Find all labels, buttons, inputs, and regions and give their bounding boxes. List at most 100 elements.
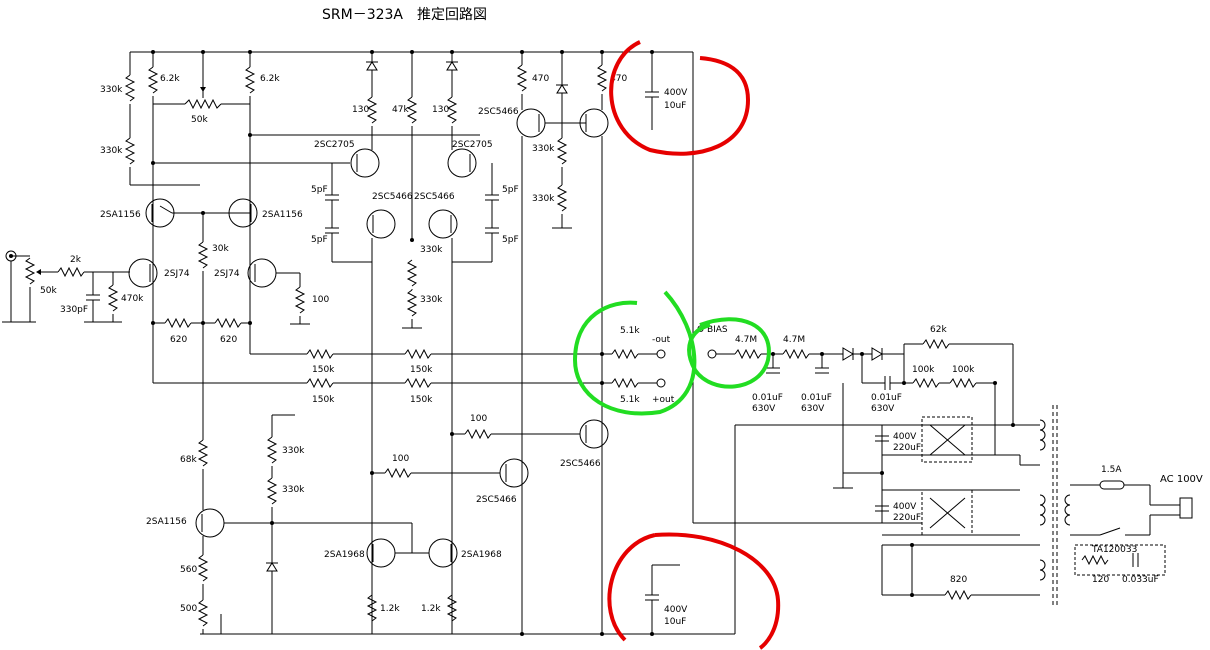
label-ac-100v: AC 100V xyxy=(1160,474,1203,485)
label-0-01uf-c: 0.01uF xyxy=(871,393,902,403)
label-220uf-b: 220uF xyxy=(893,513,921,523)
diagram-title: SRM－323A 推定回路図 xyxy=(322,7,487,23)
jfet-2sj74-pair: 2SJ74 2SJ74 100 xyxy=(128,258,329,325)
label-400v-220a: 400V xyxy=(893,432,917,442)
mid-output-stage: 100 2SC5466 100 2SC5466 xyxy=(372,414,609,505)
input-section: 50k 2k 330pF 470k xyxy=(2,250,144,323)
label-130-a: 130 xyxy=(352,105,369,115)
label-330k-g: 330k xyxy=(282,446,305,456)
output-top-section: 470 2SC5466 330k 330k 470 xyxy=(478,52,627,634)
label-2sa1156-low: 2SA1156 xyxy=(146,517,187,527)
label-2sc5466-low: 2SC5466 xyxy=(476,495,517,505)
label-2sj74-l: 2SJ74 xyxy=(164,269,190,279)
label-4-7m-b: 4.7M xyxy=(783,335,805,345)
label-2sc5466-l: 2SC5466 xyxy=(372,192,413,202)
label-560: 560 xyxy=(180,565,197,575)
label-out-plus: +out xyxy=(652,395,675,405)
label-2sc5466-r: 2SC5466 xyxy=(414,192,455,202)
label-100k-a: 100k xyxy=(912,365,935,375)
label-2k: 2k xyxy=(70,255,82,265)
label-2sj74-r: 2SJ74 xyxy=(214,269,240,279)
label-5pf-4: 5pF xyxy=(502,235,519,245)
annotations xyxy=(572,40,781,650)
heater-led: 820 xyxy=(881,544,1040,601)
label-bias: O BIAS xyxy=(697,325,728,335)
label-pot-50k-a: 50k xyxy=(191,115,208,125)
label-5-1k-a: 5.1k xyxy=(620,326,640,336)
label-ta120033: TA120033 xyxy=(1091,545,1137,555)
label-330k-b: 330k xyxy=(100,146,123,156)
label-4-7m-a: 4.7M xyxy=(735,335,757,345)
cap-400v-10uf-bottom: 400V 10uF xyxy=(645,564,688,634)
label-2sa1968-r: 2SA1968 xyxy=(461,550,502,560)
label-150k-2: 150k xyxy=(410,365,433,375)
label-30k: 30k xyxy=(212,244,229,254)
red-annotation-bottom xyxy=(607,532,781,650)
label-400v-220b: 400V xyxy=(893,502,917,512)
green-annotation-output xyxy=(572,290,697,416)
label-150k-4: 150k xyxy=(410,395,433,405)
red-annotation-top xyxy=(609,40,751,156)
label-0-01uf-b: 0.01uF xyxy=(801,393,832,403)
label-1-2k-a: 1.2k xyxy=(380,604,400,614)
label-470k: 470k xyxy=(121,294,144,304)
label-330k-d: 330k xyxy=(420,295,443,305)
label-630v-c: 630V xyxy=(871,404,895,414)
junction-dots xyxy=(151,50,1015,636)
bias-string-left: 330k 330k 6.2k 6.2k 50k xyxy=(100,52,480,200)
label-2sc5466-top: 2SC5466 xyxy=(478,107,519,117)
label-100k-b: 100k xyxy=(952,365,975,375)
label-2sa1156-l: 2SA1156 xyxy=(100,210,141,220)
label-2sc2705-r: 2SC2705 xyxy=(452,140,493,150)
label-1-2k-b: 1.2k xyxy=(421,604,441,614)
label-100-b: 100 xyxy=(392,454,409,464)
green-annotation-bias xyxy=(687,317,771,389)
label-100-a: 100 xyxy=(470,414,487,424)
label-330k-h: 330k xyxy=(282,485,305,495)
label-5pf-3: 5pF xyxy=(502,185,519,195)
label-5pf-1: 5pF xyxy=(311,185,328,195)
power-supply: 400V 220uF 400V 220uF xyxy=(693,383,1071,605)
label-620-b: 620 xyxy=(220,335,237,345)
label-100-source: 100 xyxy=(312,295,329,305)
q-2sa1156-pair: 2SA1156 2SA1156 xyxy=(100,198,303,260)
label-400v-bottom: 400V xyxy=(664,605,688,615)
ac-input: 1.5A AC 100V TA120033 120 0.033uF xyxy=(1070,465,1203,585)
label-2sc5466-mid: 2SC5466 xyxy=(560,459,601,469)
label-6-2k-b: 6.2k xyxy=(260,74,280,84)
label-pot-50k-in: 50k xyxy=(40,286,57,296)
label-330k-e: 330k xyxy=(532,144,555,154)
label-330k-a: 330k xyxy=(100,85,123,95)
label-220uf-a: 220uF xyxy=(893,443,921,453)
label-10uf-bottom: 10uF xyxy=(664,617,686,627)
bottom-rail xyxy=(200,424,1040,635)
label-2sc2705-l: 2SC2705 xyxy=(314,140,355,150)
label-6-2k-a: 6.2k xyxy=(160,74,180,84)
label-2sa1968-l: 2SA1968 xyxy=(324,550,365,560)
label-470-b: 470 xyxy=(610,74,627,84)
bias-supply: O BIAS 4.7M 4.7M 0.01uF 630V 0.01uF 630V… xyxy=(697,325,1014,455)
label-0-033uf: 0.033uF xyxy=(1122,575,1159,585)
label-630v-b: 630V xyxy=(801,404,825,414)
cap-400v-10uf-top: 400V 10uF xyxy=(645,52,688,130)
label-400v-top: 400V xyxy=(664,88,688,98)
label-820: 820 xyxy=(950,575,967,585)
label-330k-f: 330k xyxy=(532,194,555,204)
label-10uf-top: 10uF xyxy=(664,101,686,111)
label-out-minus: -out xyxy=(652,335,671,345)
label-150k-3: 150k xyxy=(312,395,335,405)
label-2sa1156-r: 2SA1156 xyxy=(262,210,303,220)
label-130-b: 130 xyxy=(432,105,449,115)
label-47k: 47k xyxy=(392,105,409,115)
output-terminals: 5.1k 5.1k -out +out xyxy=(611,326,675,405)
label-630v-a: 630V xyxy=(752,404,776,414)
second-stage: 130 47k 130 2SC2705 2SC2705 5pF 5pF xyxy=(311,52,519,634)
label-0-01uf-a: 0.01uF xyxy=(752,393,783,403)
label-620-a: 620 xyxy=(170,335,187,345)
current-source: 68k 2SA1156 560 500 330k 330k 2SA1968 2S… xyxy=(146,414,502,634)
label-5pf-2: 5pF xyxy=(311,235,328,245)
label-68k: 68k xyxy=(180,455,197,465)
r-30k: 30k xyxy=(197,213,229,440)
label-330pf: 330pF xyxy=(60,305,88,315)
